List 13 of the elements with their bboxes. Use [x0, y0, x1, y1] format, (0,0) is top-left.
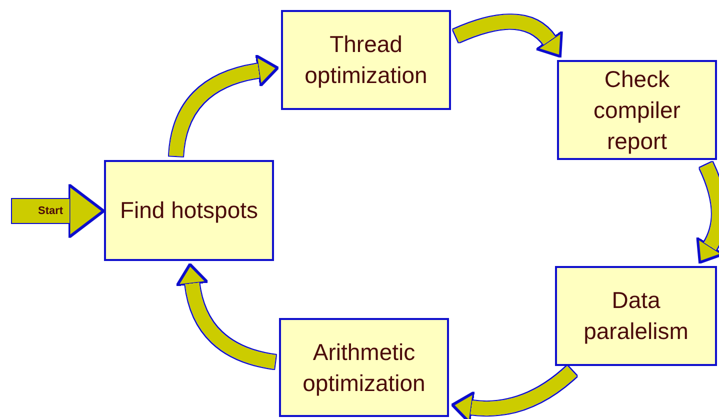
box-label: Thread optimization — [304, 30, 428, 90]
process-box — [104, 160, 274, 261]
edge-label: Start — [38, 206, 64, 217]
process-box — [281, 10, 451, 110]
curved-arrow — [697, 162, 719, 263]
box-label: Check compiler report — [592, 64, 682, 156]
box-label: Arithmetic optimization — [302, 338, 426, 398]
process-box — [557, 60, 717, 160]
curved-arrow — [12, 185, 104, 237]
box-label: Data paralelism — [582, 286, 690, 346]
box-label: Find hotspots — [120, 196, 258, 225]
process-box — [279, 318, 449, 417]
process-box — [555, 266, 717, 366]
